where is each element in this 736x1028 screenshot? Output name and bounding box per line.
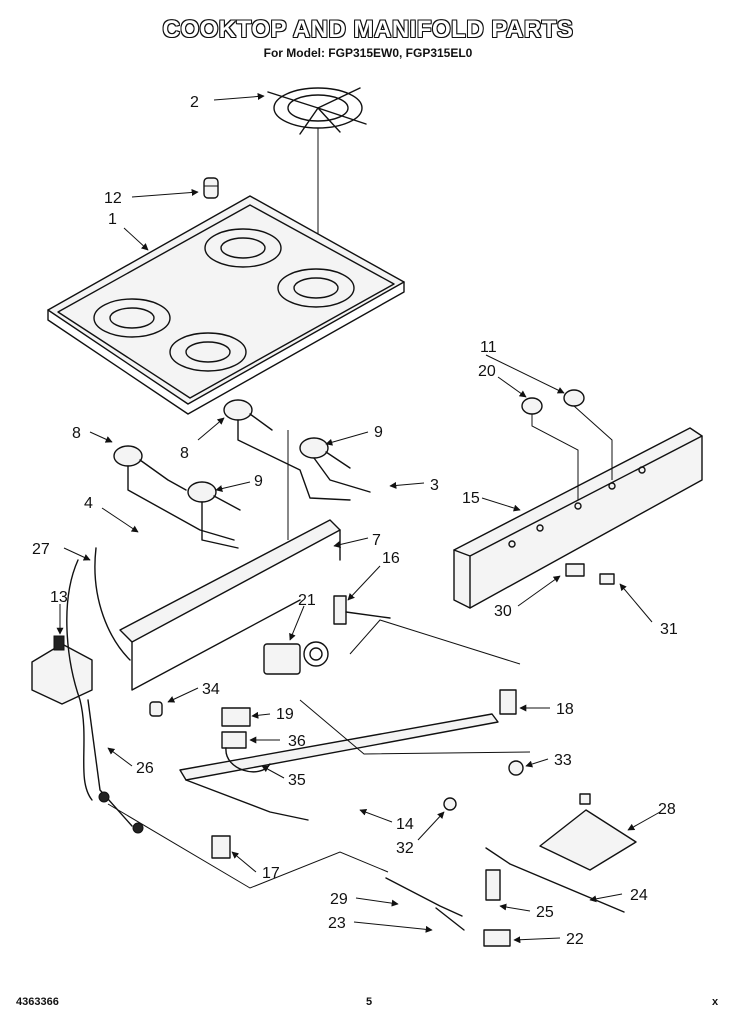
callout-34: 34 (202, 681, 220, 698)
callout-leaders (56, 93, 661, 944)
callout-21: 21 (298, 592, 316, 609)
wiring (107, 619, 531, 889)
broil-burner-assembly (385, 793, 637, 947)
callout-35: 35 (288, 772, 306, 789)
control-knobs (521, 389, 613, 500)
callout-4: 4 (84, 495, 93, 512)
callout-8b: 8 (180, 445, 189, 462)
page-number: 5 (366, 996, 373, 1008)
pressure-regulator (31, 635, 93, 705)
burner-assemblies (113, 399, 371, 549)
callout-28: 28 (658, 801, 676, 818)
callout-20: 20 (478, 363, 496, 380)
callout-12: 12 (104, 190, 122, 207)
callout-16: 16 (382, 550, 400, 567)
callout-14: 14 (396, 816, 414, 833)
callout-8a: 8 (72, 425, 81, 442)
callout-30: 30 (494, 603, 512, 620)
callout-1: 1 (108, 211, 117, 228)
callout-33: 33 (554, 752, 572, 769)
callout-7: 7 (372, 532, 381, 549)
callout-29: 29 (330, 891, 348, 908)
cooktop (47, 195, 405, 415)
small-parts (149, 689, 524, 859)
control-panel (453, 427, 703, 609)
manifold-bracket (119, 519, 341, 691)
callout-19: 19 (276, 706, 294, 723)
footer-mark: x (712, 996, 719, 1008)
callout-25: 25 (536, 904, 554, 921)
burner-tube (179, 713, 499, 821)
callout-31: 31 (660, 621, 678, 638)
callout-22: 22 (566, 931, 584, 948)
callout-26: 26 (136, 760, 154, 777)
valve-assembly (263, 595, 391, 675)
callout-17: 17 (262, 865, 280, 882)
callout-2: 2 (190, 94, 199, 111)
knob-brackets (565, 563, 615, 585)
callout-32: 32 (396, 840, 414, 857)
doc-number: 4363366 (16, 996, 59, 1008)
callout-24: 24 (630, 887, 648, 904)
callout-23: 23 (328, 915, 346, 932)
control-knob-small (203, 177, 219, 199)
callout-27: 27 (32, 541, 50, 558)
callout-11: 11 (480, 339, 497, 356)
callout-labels: 2 12 1 11 20 8 8 9 9 3 4 15 27 7 16 13 2… (32, 94, 678, 948)
callout-9a: 9 (374, 424, 383, 441)
callout-36: 36 (288, 733, 306, 750)
callout-3: 3 (430, 477, 439, 494)
gas-tubing (66, 547, 144, 834)
callout-18: 18 (556, 701, 574, 718)
model-subtitle: For Model: FGP315EW0, FGP315EL0 (263, 46, 473, 60)
callout-13: 13 (50, 589, 68, 606)
callout-9b: 9 (254, 473, 263, 490)
callout-15: 15 (462, 490, 480, 507)
page-title: COOKTOP AND MANIFOLD PARTS (162, 16, 574, 43)
